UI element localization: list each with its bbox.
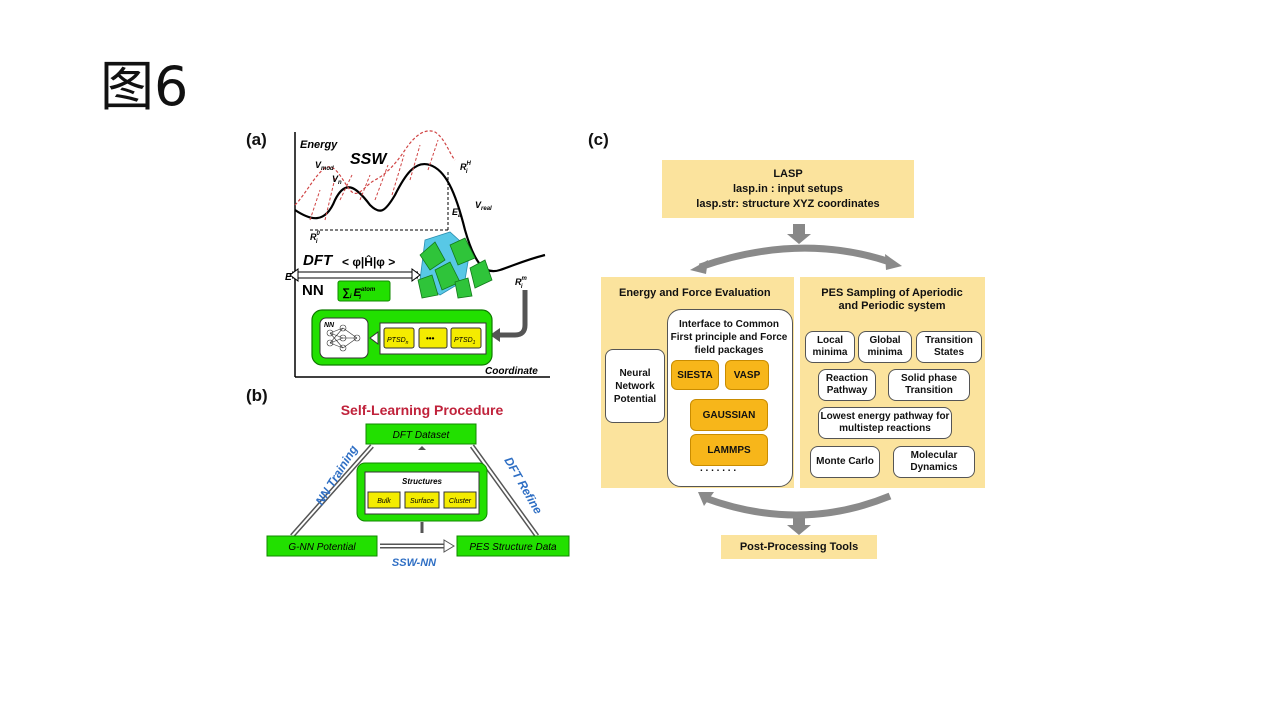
cluster-box bbox=[443, 491, 477, 509]
nn-small-label: NN bbox=[324, 322, 335, 329]
v-mod-label: Vmod bbox=[315, 160, 334, 172]
gnn-potential-label: G-NN Potential bbox=[288, 542, 356, 553]
vasp-box: VASP bbox=[725, 360, 769, 390]
self-learning-title: Self-Learning Procedure bbox=[341, 402, 504, 418]
structures-label: Structures bbox=[402, 477, 443, 486]
surface-label: Surface bbox=[410, 498, 434, 505]
v-n-label: Vn bbox=[332, 174, 342, 186]
dft-dataset-label: DFT Dataset bbox=[393, 430, 451, 441]
more-packages-dots: . . . . . . . bbox=[700, 463, 737, 474]
lasp-split-arrows bbox=[690, 224, 902, 274]
monte-carlo-box: Monte Carlo bbox=[810, 446, 880, 478]
slide-title: 图6 bbox=[100, 55, 189, 118]
ptsd-1-box bbox=[450, 327, 482, 349]
pes-structure-box bbox=[456, 535, 570, 557]
interface-title: Interface to Common First principle and … bbox=[670, 318, 788, 356]
crystal-structure-image bbox=[417, 231, 493, 299]
x-axis-label: Coordinate bbox=[485, 366, 538, 377]
panel-b-self-learning-diagram: Self-Learning Procedure DFT Dataset Stru… bbox=[266, 402, 570, 569]
v-real-label: Vreal bbox=[475, 200, 492, 212]
ptsd-mid-label: ••• bbox=[426, 334, 435, 343]
panel-label-b: (b) bbox=[246, 386, 268, 405]
dft-refine-label: DFT Refine bbox=[501, 455, 545, 517]
ptsd-n-box bbox=[383, 327, 415, 349]
modified-pes-curve bbox=[294, 130, 456, 206]
surface-box bbox=[404, 491, 440, 509]
ptsd-1-label: PTSD1 bbox=[454, 337, 476, 346]
pes-sampling-title: PES Sampling of Aperiodic and Periodic s… bbox=[821, 287, 963, 312]
local-minima-box: Local minima bbox=[805, 331, 855, 363]
ssw-nn-label: SSW-NN bbox=[392, 557, 437, 569]
post-processing-box: Post-Processing Tools bbox=[721, 535, 877, 559]
sum-energy-box bbox=[337, 280, 391, 302]
nn-label: NN bbox=[302, 282, 324, 299]
ptsd-mid-box bbox=[418, 327, 448, 349]
ssw-label: SSW bbox=[350, 151, 388, 168]
energy-force-title: Energy and Force Evaluation bbox=[619, 287, 771, 299]
y-axis-label: Energy bbox=[300, 139, 338, 151]
molecular-dynamics-box: Molecular Dynamics bbox=[893, 446, 975, 478]
bulk-label: Bulk bbox=[377, 498, 391, 505]
braket-label: < φ|Ĥ|φ > bbox=[342, 254, 395, 269]
ptsd-n-label: PTSDn bbox=[387, 337, 409, 346]
lasp-input-line: lasp.in : input setups bbox=[732, 182, 843, 195]
solid-phase-transition-box: Solid phase Transition bbox=[888, 369, 970, 401]
nn-training-label: NN Training bbox=[313, 442, 361, 507]
lasp-title: LASP bbox=[773, 167, 803, 180]
merge-arrows bbox=[698, 492, 892, 535]
global-minima-box: Global minima bbox=[858, 331, 912, 363]
lasp-structure-line: lasp.str: structure XYZ coordinates bbox=[696, 197, 880, 210]
transition-states-box: Transition States bbox=[916, 331, 982, 363]
gaussian-box: GAUSSIAN bbox=[690, 399, 768, 431]
dft-label: DFT bbox=[303, 252, 334, 269]
siesta-box: SIESTA bbox=[671, 360, 719, 390]
ea-label: Ea bbox=[452, 207, 462, 219]
panel-label-c: (c) bbox=[588, 130, 609, 149]
dft-dataset-box bbox=[365, 423, 477, 445]
e-label: E bbox=[285, 272, 292, 283]
nn-return-arrow bbox=[500, 290, 528, 338]
real-pes-curve bbox=[294, 162, 546, 273]
neural-network-potential-box: Neural Network Potential bbox=[605, 349, 665, 423]
ssw-steps bbox=[309, 139, 439, 221]
gnn-potential-box bbox=[266, 535, 378, 557]
cluster-label: Cluster bbox=[449, 498, 472, 505]
lowest-energy-pathway-box: Lowest energy pathway for multistep reac… bbox=[818, 407, 952, 439]
lammps-box: LAMMPS bbox=[690, 434, 768, 466]
bulk-box bbox=[367, 491, 401, 509]
reaction-pathway-box: Reaction Pathway bbox=[818, 369, 876, 401]
lasp-box: LASP lasp.in : input setups lasp.str: st… bbox=[662, 160, 914, 218]
pes-structure-label: PES Structure Data bbox=[469, 542, 557, 553]
panel-label-a: (a) bbox=[246, 130, 267, 149]
